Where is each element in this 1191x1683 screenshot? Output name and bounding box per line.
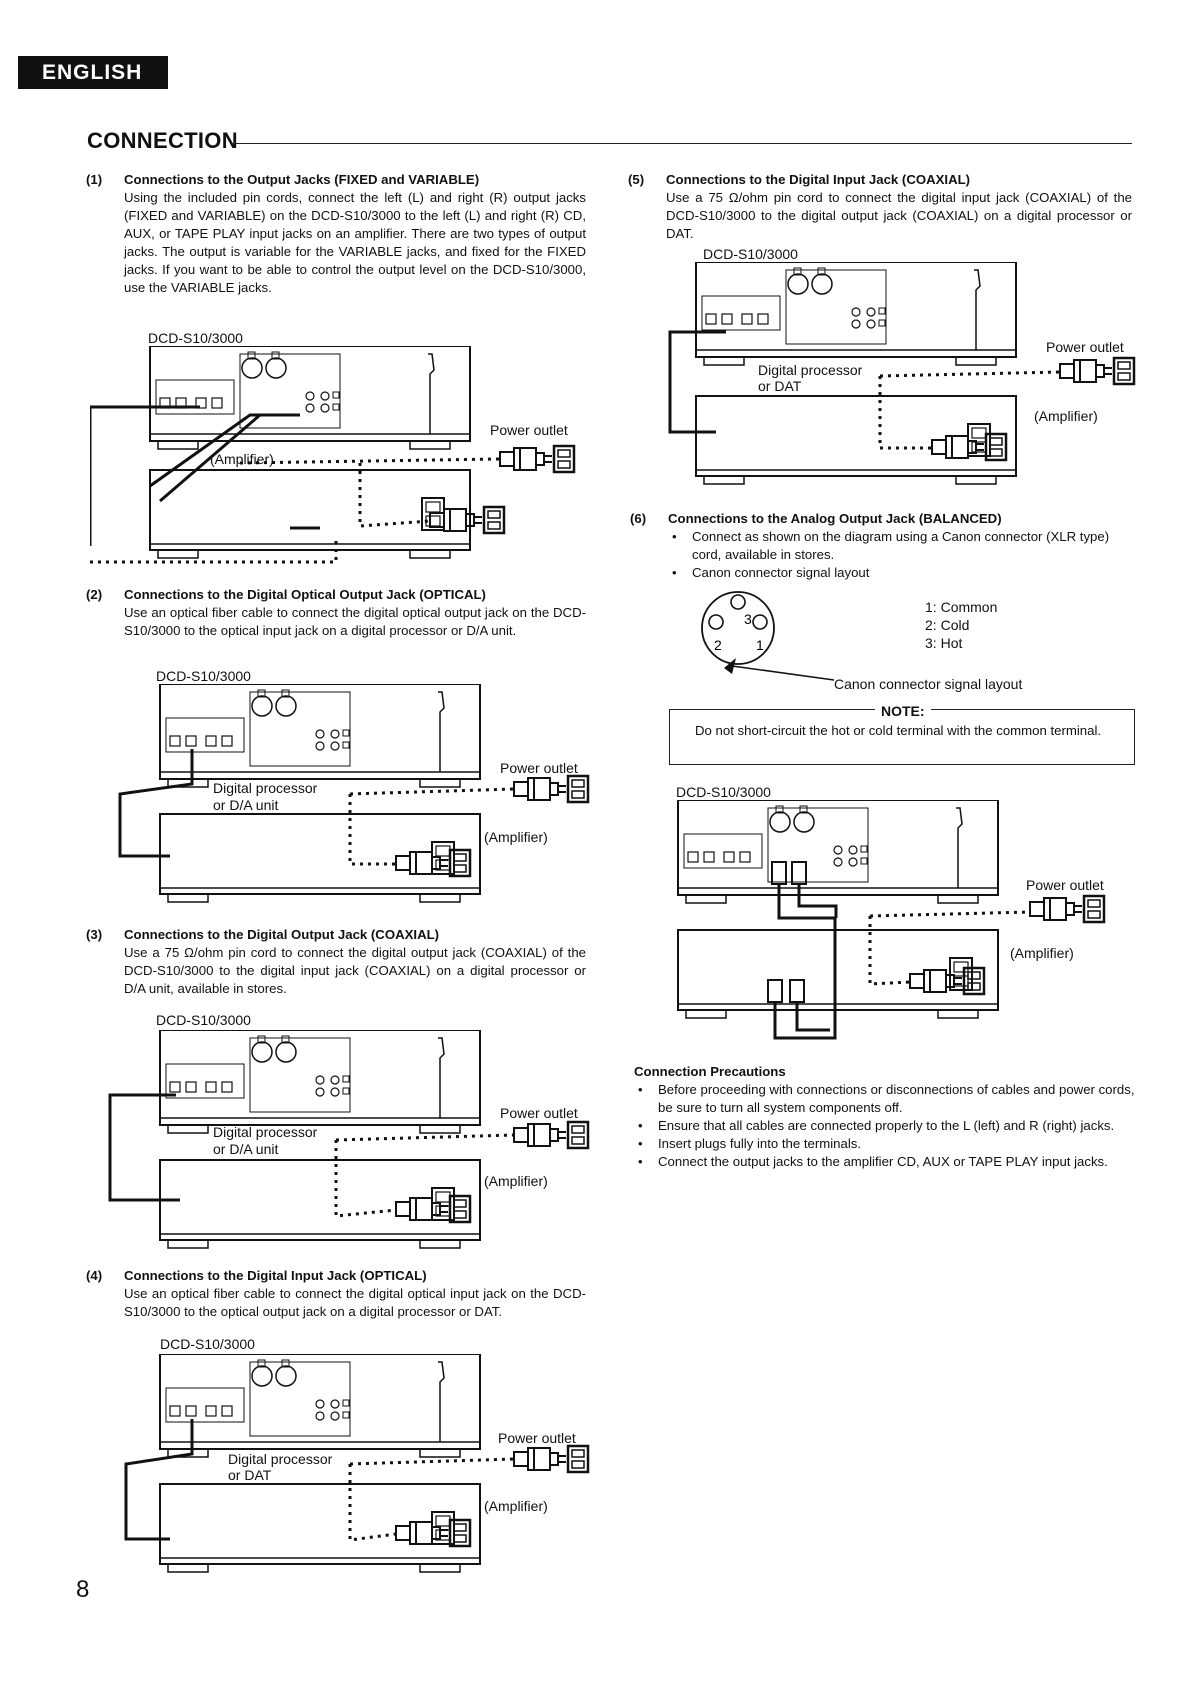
section-number: (1) bbox=[86, 172, 103, 187]
section-heading: Connections to the Digital Optical Outpu… bbox=[124, 587, 486, 602]
power-outlet-label: Power outlet bbox=[1046, 339, 1124, 355]
power-outlet-label: Power outlet bbox=[1026, 877, 1104, 893]
section-number: (4) bbox=[86, 1268, 103, 1283]
diagram-coaxial-input bbox=[650, 262, 1140, 487]
power-outlet-label: Power outlet bbox=[490, 422, 568, 438]
section-number: (2) bbox=[86, 587, 103, 602]
section-heading: Connections to the Digital Input Jack (O… bbox=[124, 1268, 427, 1283]
processor-label-2: or D/A unit bbox=[213, 1141, 279, 1157]
device-label: DCD-S10/3000 bbox=[148, 330, 243, 346]
processor-label: Digital processor bbox=[758, 362, 863, 378]
processor-label: Digital processor bbox=[213, 780, 318, 796]
section-4: (4) Connections to the Digital Input Jac… bbox=[86, 1267, 586, 1321]
amplifier-label: (Amplifier) bbox=[484, 1173, 548, 1189]
pin-number: 3 bbox=[925, 635, 933, 651]
processor-label-2: or DAT bbox=[228, 1467, 272, 1483]
diagram-optical-input bbox=[110, 1354, 590, 1574]
section-2: (2) Connections to the Digital Optical O… bbox=[86, 586, 586, 640]
device-label: DCD-S10/3000 bbox=[676, 784, 771, 800]
section-3: (3) Connections to the Digital Output Ja… bbox=[86, 926, 586, 998]
section-heading: Connections to the Output Jacks (FIXED a… bbox=[124, 172, 480, 187]
pin-number: 2 bbox=[925, 617, 933, 633]
device-label: DCD-S10/3000 bbox=[156, 1012, 251, 1028]
note-text: Do not short-circuit the hot or cold ter… bbox=[695, 723, 1102, 738]
section-body: Use an optical fiber cable to connect th… bbox=[124, 605, 586, 638]
canon-caption: Canon connector signal layout bbox=[834, 676, 1023, 692]
amplifier-label: (Amplifier) bbox=[1010, 945, 1074, 961]
section-6: (6) Connections to the Analog Output Jac… bbox=[630, 510, 1134, 582]
pin-2: 2 bbox=[714, 637, 722, 653]
section-body: Use an optical fiber cable to connect th… bbox=[124, 1286, 586, 1319]
amplifier-label: (Amplifier) bbox=[484, 1498, 548, 1514]
diagram-balanced-output bbox=[660, 800, 1140, 1045]
section-5: (5) Connections to the Digital Input Jac… bbox=[628, 171, 1132, 243]
canon-pin-legend: 1: Common 2: Cold 3: Hot bbox=[925, 599, 998, 651]
power-outlet-label: Power outlet bbox=[500, 1105, 578, 1121]
section-number: (3) bbox=[86, 927, 103, 942]
precautions-title: Connection Precautions bbox=[634, 1064, 786, 1079]
list-item: Canon connector signal layout bbox=[668, 564, 1134, 582]
section-number: (6) bbox=[630, 511, 647, 526]
diagram-coaxial-output bbox=[100, 1030, 590, 1250]
pin-1: 1 bbox=[756, 637, 764, 653]
note-title: NOTE: bbox=[875, 703, 931, 719]
list-item: Ensure that all cables are connected pro… bbox=[634, 1117, 1138, 1135]
device-label: DCD-S10/3000 bbox=[703, 246, 798, 262]
processor-label-2: or DAT bbox=[758, 378, 802, 394]
device-label: DCD-S10/3000 bbox=[156, 668, 251, 684]
pin-3: 3 bbox=[744, 611, 752, 627]
processor-label-2: or D/A unit bbox=[213, 797, 279, 813]
section-1: (1) Connections to the Output Jacks (FIX… bbox=[86, 171, 586, 297]
processor-label: Digital processor bbox=[213, 1124, 318, 1140]
pin-name: Common bbox=[940, 599, 998, 615]
title-rule bbox=[232, 143, 1132, 144]
power-outlet-label: Power outlet bbox=[500, 760, 578, 776]
page-title: CONNECTION bbox=[87, 128, 238, 153]
diagram-output-jacks bbox=[90, 346, 600, 566]
section-heading: Connections to the Digital Input Jack (C… bbox=[666, 172, 971, 187]
pin-name: Hot bbox=[940, 635, 963, 651]
amplifier-label: (Amplifier) bbox=[210, 451, 274, 467]
pin-name: Cold bbox=[940, 617, 970, 633]
power-outlet-label: Power outlet bbox=[498, 1430, 576, 1446]
canon-connector-diagram: 3 2 1 bbox=[694, 588, 834, 684]
processor-label: Digital processor bbox=[228, 1451, 333, 1467]
section-heading: Connections to the Digital Output Jack (… bbox=[124, 927, 440, 942]
device-label: DCD-S10/3000 bbox=[160, 1336, 255, 1352]
precautions: Connection Precautions Before proceeding… bbox=[634, 1063, 1138, 1171]
list-item: Connect the output jacks to the amplifie… bbox=[634, 1153, 1138, 1171]
amplifier-label: (Amplifier) bbox=[484, 829, 548, 845]
page-number: 8 bbox=[76, 1576, 90, 1603]
section-number: (5) bbox=[628, 172, 645, 187]
section-body: Using the included pin cords, connect th… bbox=[124, 190, 586, 295]
section-body: Use a 75 Ω/ohm pin cord to connect the d… bbox=[666, 190, 1132, 241]
language-tab: ENGLISH bbox=[18, 56, 168, 89]
section-body: Use a 75 Ω/ohm pin cord to connect the d… bbox=[124, 945, 586, 996]
amplifier-label: (Amplifier) bbox=[1034, 408, 1098, 424]
diagram-optical-output bbox=[110, 684, 590, 904]
list-item: Before proceeding with connections or di… bbox=[634, 1081, 1138, 1117]
arrow-icon bbox=[724, 658, 736, 674]
list-item: Connect as shown on the diagram using a … bbox=[668, 528, 1134, 564]
list-item: Insert plugs fully into the terminals. bbox=[634, 1135, 1138, 1153]
pin-number: 1 bbox=[925, 599, 933, 615]
section-heading: Connections to the Analog Output Jack (B… bbox=[668, 511, 1002, 526]
